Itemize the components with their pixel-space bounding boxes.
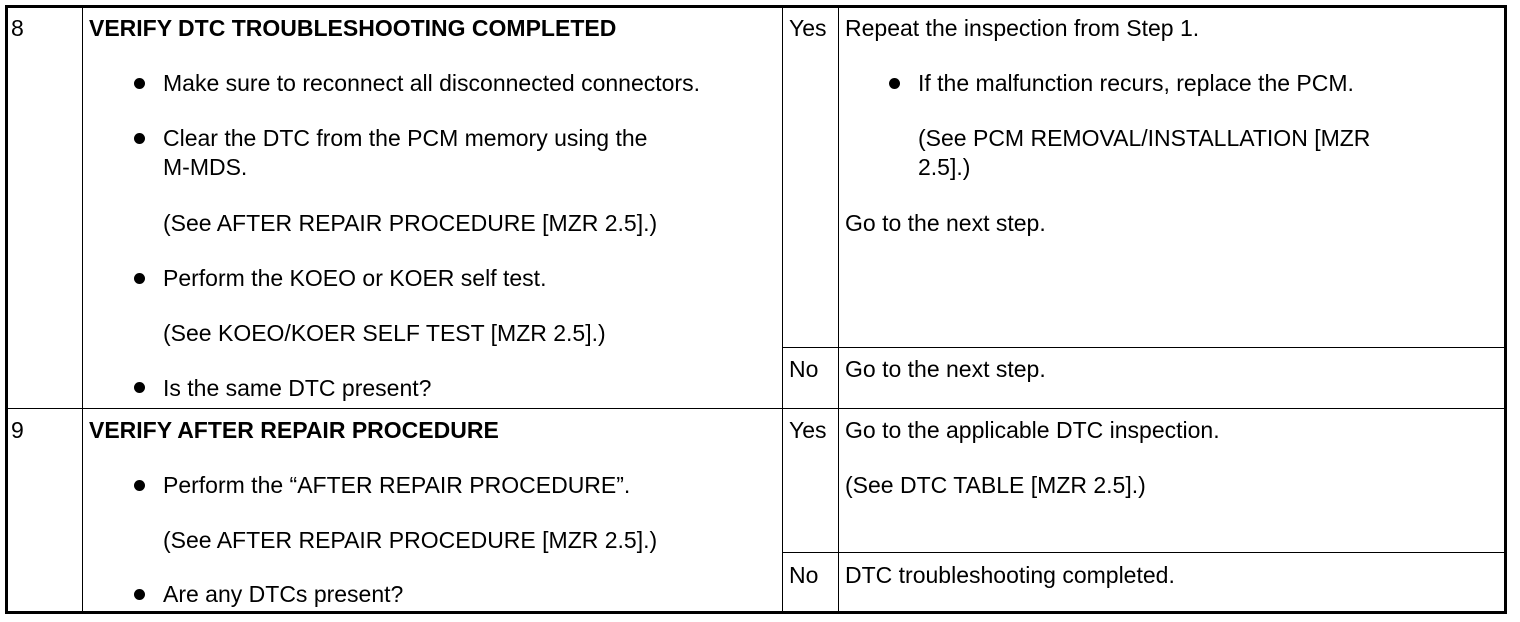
bullet-icon <box>134 382 145 393</box>
bullet-icon <box>134 78 145 89</box>
step-item: Clear the DTC from the PCM memory using … <box>163 125 648 151</box>
no-label: No <box>789 562 819 588</box>
no-action: Go to the next step. <box>845 356 1046 382</box>
bullet-icon <box>889 78 900 89</box>
yes-label: Yes <box>789 417 827 443</box>
bullet-icon <box>134 273 145 284</box>
step-title: VERIFY AFTER REPAIR PROCEDURE <box>89 417 499 443</box>
step-item: Perform the “AFTER REPAIR PROCEDURE”. <box>163 472 631 498</box>
step-title: VERIFY DTC TROUBLESHOOTING COMPLETED <box>89 15 617 41</box>
yes-action: If the malfunction recurs, replace the P… <box>918 70 1354 96</box>
step-question: Is the same DTC present? <box>163 375 432 401</box>
yes-label: Yes <box>789 15 827 41</box>
yes-reference: (See DTC TABLE [MZR 2.5].) <box>845 472 1146 498</box>
bullet-icon <box>134 480 145 491</box>
yes-reference: 2.5].) <box>918 154 971 180</box>
step-reference: (See AFTER REPAIR PROCEDURE [MZR 2.5].) <box>163 527 658 553</box>
yes-reference: (See PCM REMOVAL/INSTALLATION [MZR <box>918 125 1371 151</box>
step-reference: (See KOEO/KOER SELF TEST [MZR 2.5].) <box>163 320 606 346</box>
step-item: M-MDS. <box>163 154 248 180</box>
row-divider <box>7 408 1505 409</box>
column-divider <box>838 7 839 613</box>
no-label: No <box>789 356 819 382</box>
yes-action: Go to the next step. <box>845 210 1046 236</box>
yes-action: Repeat the inspection from Step 1. <box>845 15 1200 41</box>
troubleshooting-table <box>5 5 1507 614</box>
no-action: DTC troubleshooting completed. <box>845 562 1175 588</box>
bullet-icon <box>134 133 145 144</box>
row-divider <box>782 552 1505 553</box>
step-item: Make sure to reconnect all disconnected … <box>163 70 700 96</box>
step-reference: (See AFTER REPAIR PROCEDURE [MZR 2.5].) <box>163 210 658 236</box>
yes-action: Go to the applicable DTC inspection. <box>845 417 1220 443</box>
step-number: 9 <box>11 417 24 443</box>
column-divider <box>82 7 83 613</box>
row-divider <box>782 347 1505 348</box>
step-question: Are any DTCs present? <box>163 581 404 607</box>
step-item: Perform the KOEO or KOER self test. <box>163 265 547 291</box>
column-divider <box>782 7 783 613</box>
step-number: 8 <box>11 15 24 41</box>
bullet-icon <box>134 589 145 600</box>
